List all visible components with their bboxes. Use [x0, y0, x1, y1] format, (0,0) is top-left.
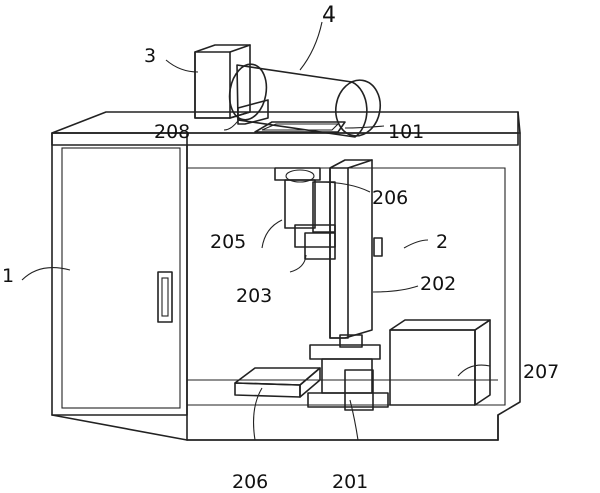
top-opening — [254, 121, 346, 133]
lower-fixture — [307, 334, 389, 411]
tray — [234, 367, 321, 398]
cabinet-left-panel — [51, 132, 188, 416]
side-box — [389, 319, 491, 406]
label-206-top: 206 — [372, 187, 408, 209]
label-203: 203 — [236, 285, 272, 307]
label-202: 202 — [420, 273, 456, 295]
label-208: 208 — [154, 121, 190, 143]
door-handle — [157, 271, 173, 323]
labels: 1 2 3 4 101 201 202 203 205 206 206 207 … — [2, 3, 559, 493]
column — [329, 159, 383, 339]
label-2: 2 — [436, 231, 448, 253]
label-206-bottom: 206 — [232, 471, 268, 493]
mount-block — [194, 44, 251, 119]
left-panel-inset — [61, 147, 181, 409]
label-3: 3 — [144, 45, 156, 67]
label-4: 4 — [322, 3, 336, 28]
label-205: 205 — [210, 231, 246, 253]
leader-lines — [21, 21, 491, 441]
cabinet — [51, 111, 521, 441]
label-201: 201 — [332, 471, 368, 493]
cylinder — [228, 63, 382, 138]
label-101: 101 — [388, 121, 424, 143]
label-1: 1 — [2, 265, 14, 287]
label-207: 207 — [523, 361, 559, 383]
